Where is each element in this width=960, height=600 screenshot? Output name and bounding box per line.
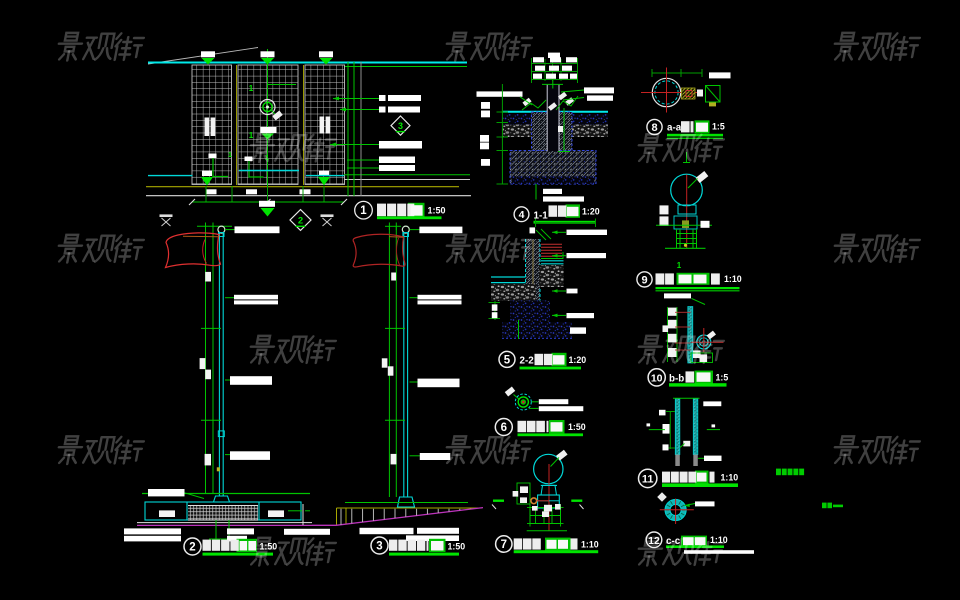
svg-text:1:50: 1:50 [428,205,446,215]
svg-text:3: 3 [376,540,382,552]
svg-text:1-1: 1-1 [534,210,549,221]
svg-text:1:50: 1:50 [448,541,466,551]
svg-text:2: 2 [298,216,303,227]
svg-text:9: 9 [641,274,647,286]
svg-text:1:5: 1:5 [712,122,725,132]
svg-text:1:10: 1:10 [721,473,739,483]
svg-text:c-c: c-c [666,536,681,547]
svg-text:1:10: 1:10 [710,535,728,545]
svg-text:1: 1 [360,205,367,217]
svg-text:10: 10 [651,372,663,384]
svg-text:1:20: 1:20 [582,207,600,217]
svg-text:7: 7 [501,539,507,551]
svg-text:a-a: a-a [667,123,682,134]
svg-text:1:50: 1:50 [568,422,586,432]
svg-text:3: 3 [398,121,403,131]
svg-text:6: 6 [501,422,507,434]
svg-text:1:20: 1:20 [569,355,587,365]
svg-text:4: 4 [519,209,525,221]
svg-text:1: 1 [249,84,254,93]
svg-text:1: 1 [249,131,254,140]
svg-text:b-b: b-b [669,374,684,385]
svg-text:11: 11 [642,474,654,486]
svg-text:2-2: 2-2 [520,356,535,367]
svg-text:1:10: 1:10 [724,274,742,284]
svg-text:1:10: 1:10 [581,539,599,549]
svg-text:8: 8 [651,122,657,134]
svg-text:5: 5 [504,355,511,367]
svg-text:1:5: 1:5 [716,373,729,383]
svg-text:1: 1 [677,261,682,270]
svg-text:2: 2 [189,541,195,553]
svg-text:1: 1 [228,152,232,159]
